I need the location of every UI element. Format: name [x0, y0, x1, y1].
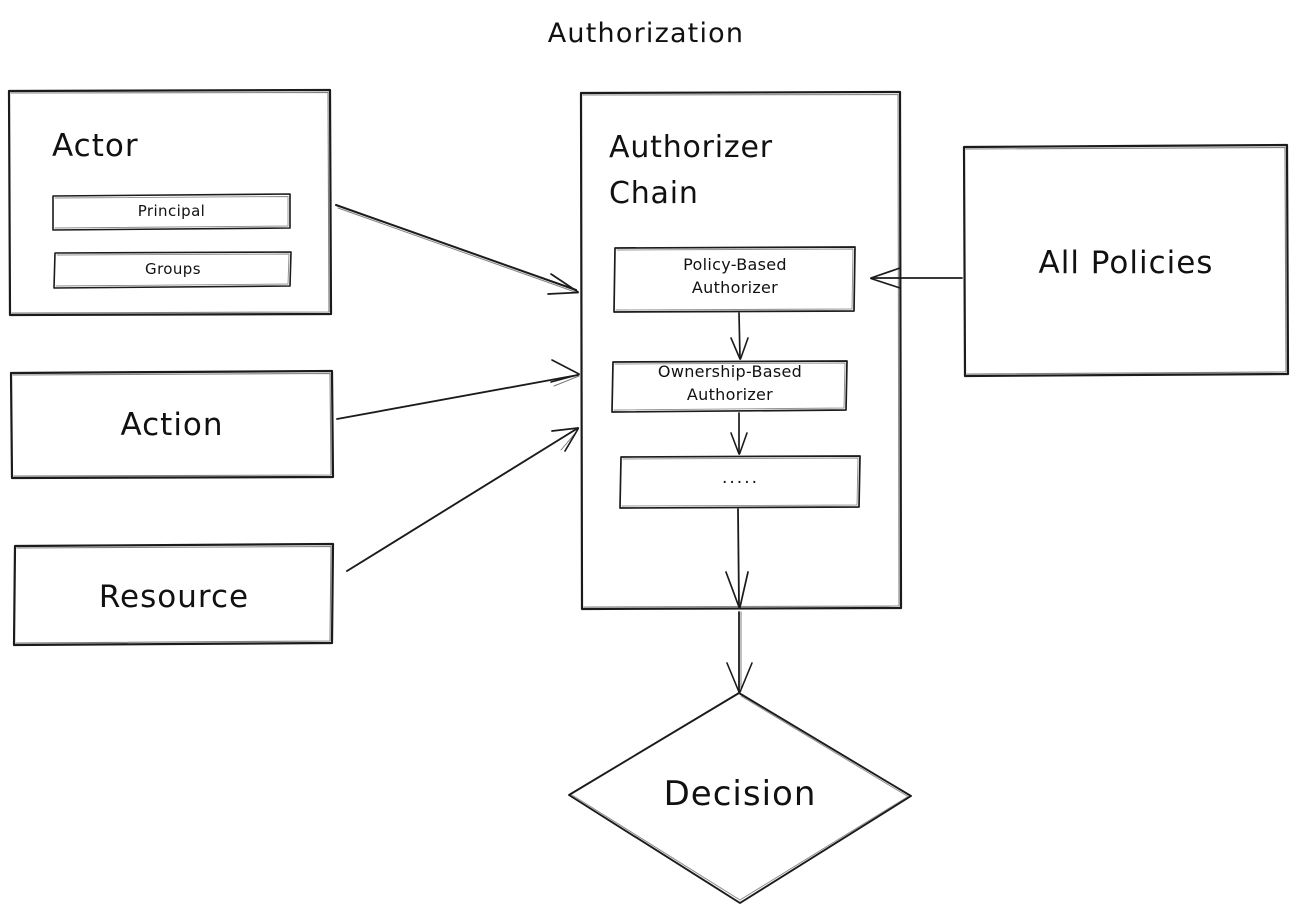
- edge-resource-to-chain: [346, 427, 579, 572]
- groups-box-outline[interactable]: [53, 251, 292, 289]
- edge-policies-to-policy-authorizer: [870, 267, 963, 289]
- action-box-outline[interactable]: [9, 369, 335, 480]
- principal-box-outline[interactable]: [52, 193, 291, 231]
- policy-based-authorizer-box-outline[interactable]: [613, 246, 856, 313]
- authorizer-chain-label-line1: Authorizer: [609, 130, 773, 165]
- actor-label: Actor: [52, 128, 139, 164]
- policy-based-authorizer-label-line2: Authorizer: [691, 278, 779, 297]
- all-policies-label: All Policies: [1038, 245, 1214, 281]
- ellipsis-authorizer-label: .....: [721, 468, 760, 488]
- authorizer-chain-box-outline[interactable]: [579, 90, 903, 611]
- authorizer-chain-label-line2: Chain: [609, 176, 699, 211]
- edge-policy-to-ownership: [730, 312, 749, 360]
- all-policies-box-outline[interactable]: [962, 143, 1290, 378]
- edge-ellipsis-to-chain-bottom: [725, 508, 749, 608]
- decision-diamond-outline[interactable]: [568, 692, 912, 904]
- ellipsis-authorizer-box-outline[interactable]: [619, 455, 861, 509]
- edge-actor-to-chain: [335, 204, 579, 295]
- resource-box-outline[interactable]: [12, 542, 335, 647]
- groups-label: Groups: [145, 260, 201, 278]
- edge-action-to-chain: [336, 359, 580, 420]
- policy-based-authorizer-label-line1: Policy-Based: [683, 255, 787, 274]
- principal-label: Principal: [137, 202, 206, 220]
- edge-chain-to-decision: [726, 611, 753, 693]
- diagram-title: Authorization: [547, 18, 745, 49]
- ownership-based-authorizer-label-line1: Ownership-Based: [657, 362, 803, 381]
- ownership-based-authorizer-box-outline[interactable]: [611, 360, 848, 413]
- action-label: Action: [120, 407, 224, 443]
- decision-label: Decision: [663, 774, 817, 814]
- resource-label: Resource: [98, 579, 250, 615]
- ownership-based-authorizer-label-line2: Authorizer: [686, 385, 774, 404]
- actor-box-outline[interactable]: [7, 88, 333, 317]
- edge-ownership-to-ellipsis: [730, 412, 748, 455]
